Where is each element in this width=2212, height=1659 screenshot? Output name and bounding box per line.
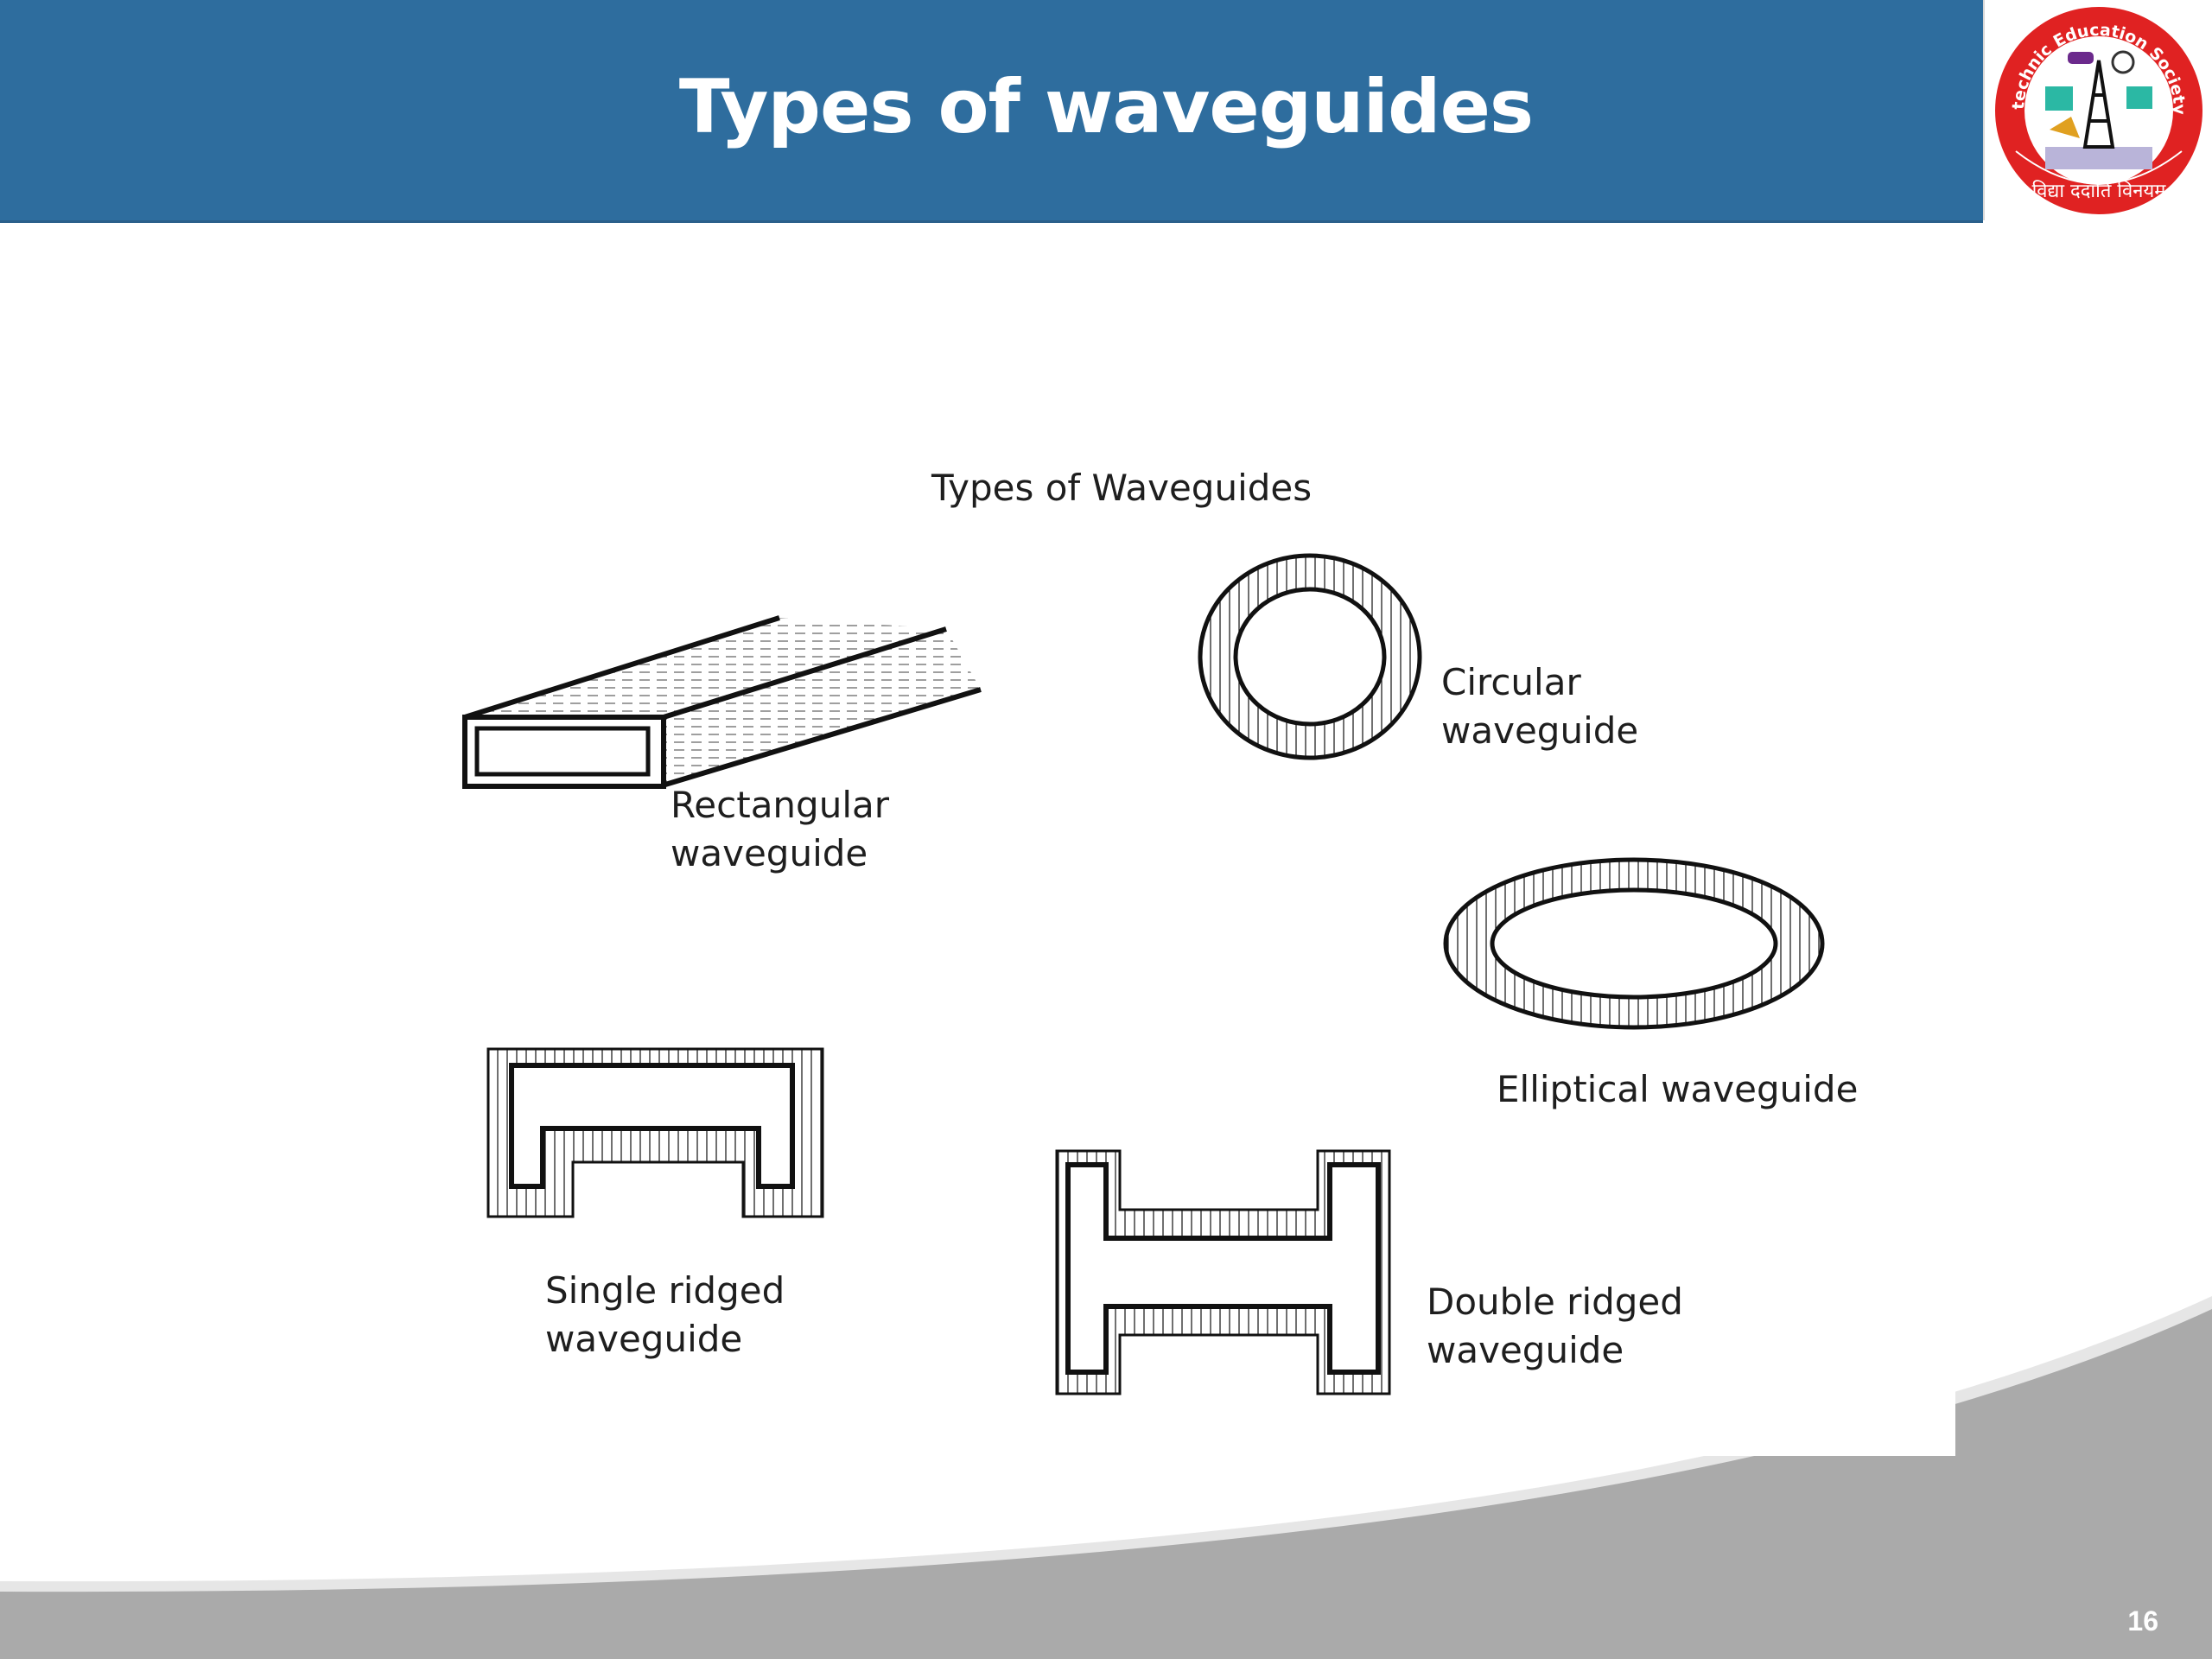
slide-title: Types of waveguides — [678, 63, 1534, 150]
diagram-heading: Types of Waveguides — [931, 467, 1313, 509]
single-ridged-waveguide-label: Single ridged waveguide — [545, 1269, 785, 1360]
institution-logo: Govt. Polytechnic Education Society, Man… — [1983, 0, 2212, 220]
double-ridged-waveguide — [1055, 1149, 1391, 1395]
rectangular-waveguide — [462, 615, 982, 789]
header-bar — [0, 0, 1983, 223]
rectangular-waveguide-label: Rectangular waveguide — [671, 784, 890, 874]
elliptical-waveguide — [1443, 857, 1825, 1030]
double-ridged-waveguide-label: Double ridged waveguide — [1427, 1281, 1683, 1371]
elliptical-waveguide-label: Elliptical waveguide — [1497, 1068, 1859, 1110]
svg-text:विद्या ददाति विनयम्: विद्या ददाति विनयम् — [2032, 180, 2169, 202]
single-ridged-waveguide — [486, 1047, 824, 1218]
circular-waveguide — [1198, 553, 1422, 760]
slide-number: 16 — [2127, 1605, 2158, 1637]
circular-waveguide-label: Circular waveguide — [1441, 661, 1639, 752]
